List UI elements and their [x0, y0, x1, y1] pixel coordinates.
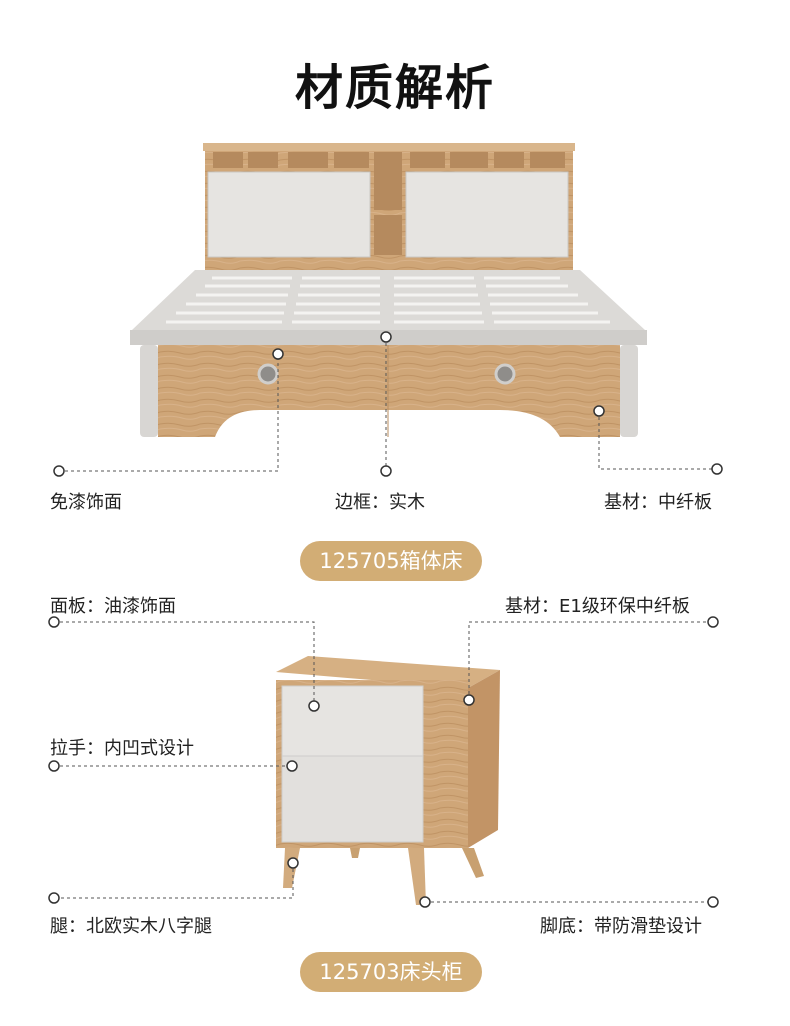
headboard-cubbies: [213, 152, 565, 255]
nightstand-label-base: 基材：E1级环保中纤板: [505, 596, 690, 617]
bed-box-front: [158, 345, 620, 437]
bed-handle-right: [494, 363, 516, 385]
bed-label-base: 基材：中纤板: [604, 492, 712, 513]
drawer-upper: [281, 685, 424, 769]
nightstand-illustration: [276, 656, 500, 905]
bed-callout-lines: [59, 337, 717, 472]
headboard-panel-left: [207, 171, 371, 258]
leg-back-left: [350, 848, 360, 858]
nightstand-callout-lines: [54, 621, 713, 903]
nightstand-label-feet: 脚底：带防滑垫设计: [540, 916, 702, 937]
bed-callout-dots: [53, 331, 723, 477]
bed-label-finish: 免漆饰面: [50, 492, 122, 513]
bed-illustration: [130, 143, 647, 437]
bed-label-frame: 边框：实木: [335, 492, 425, 513]
nightstand-callout-dots: [48, 616, 719, 908]
page-title: 材质解析: [294, 60, 495, 116]
nightstand-model-badge: 125703床头柜: [300, 952, 482, 992]
leg-front-right: [408, 848, 426, 905]
leg-back-right: [462, 848, 484, 878]
slats: [166, 276, 610, 324]
bed-handle-left: [257, 363, 279, 385]
nightstand-label-legs: 腿：北欧实木八字腿: [50, 916, 212, 937]
drawer-lower: [281, 755, 424, 843]
nightstand-label-handle: 拉手：内凹式设计: [50, 738, 194, 759]
headboard-panel-right: [405, 171, 569, 258]
bed-model-badge: 125705箱体床: [300, 541, 482, 581]
nightstand-label-panel: 面板：油漆饰面: [50, 596, 176, 617]
